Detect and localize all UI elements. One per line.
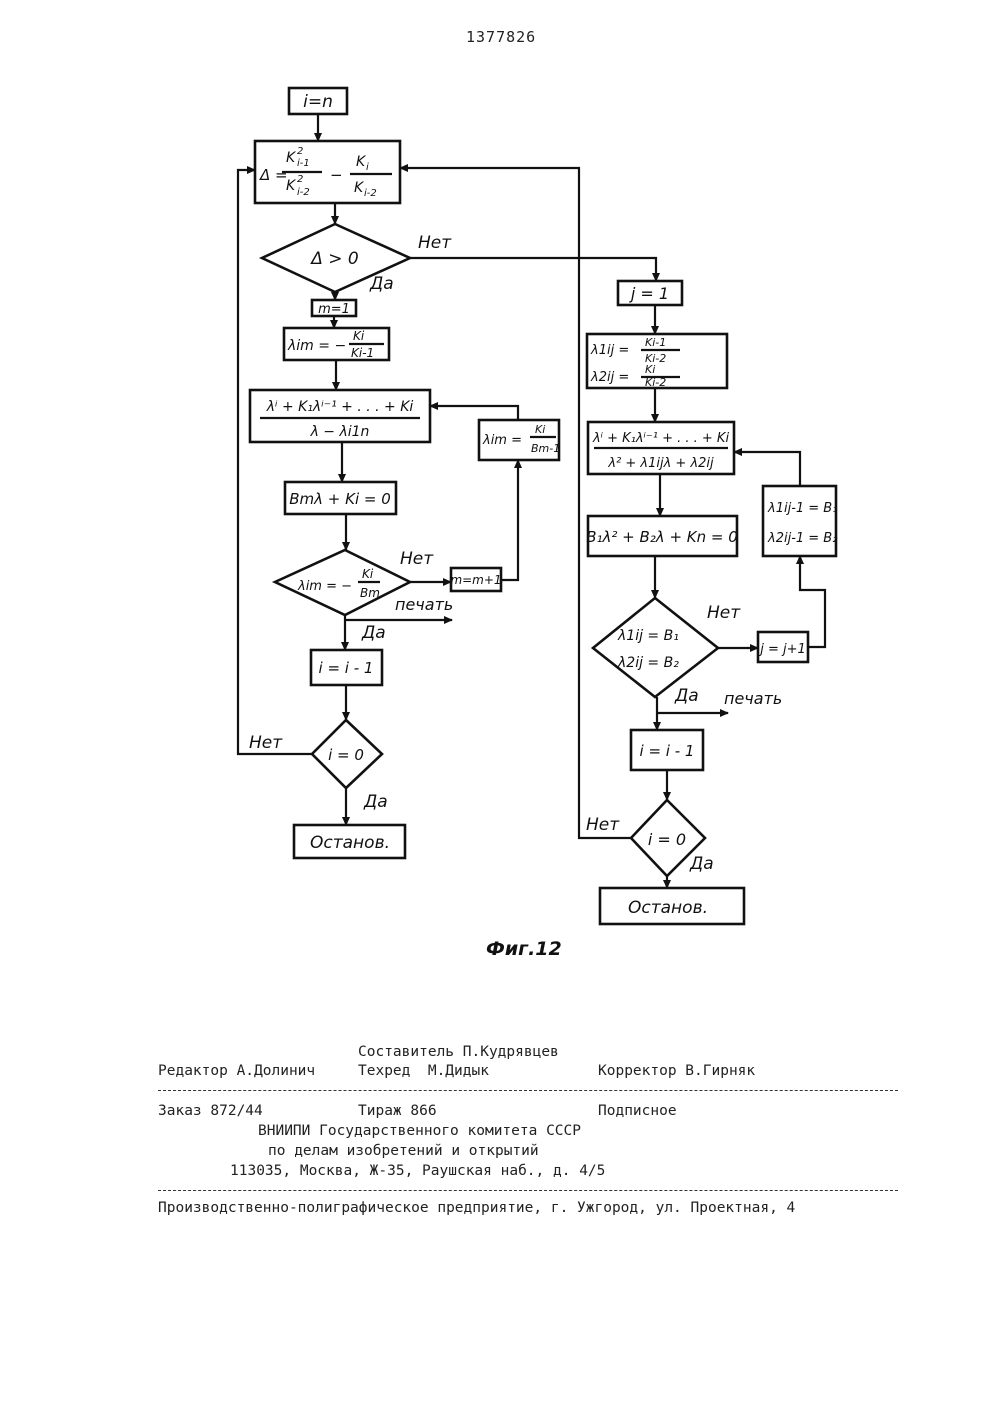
svg-text:i-2: i-2 xyxy=(364,188,377,199)
i-decrement-label: i = i - 1 xyxy=(319,659,374,677)
decision-lambda-left: λim = − xyxy=(297,579,352,594)
no-label-pair: Нет xyxy=(707,603,741,623)
imprint-techred: Техред М.Дидык xyxy=(358,1063,489,1079)
yes-label-i-zero-right: Да xyxy=(689,854,714,874)
lambda-update-den: Bm-1 xyxy=(531,442,560,455)
no-label-lambda: Нет xyxy=(400,549,434,569)
division-numerator-right: λⁱ + K₁λⁱ⁻¹ + . . . + Ki xyxy=(592,431,730,446)
lambda-init-num: Ki xyxy=(353,329,365,343)
init-label: i=n xyxy=(303,92,333,112)
svg-text:i-2: i-2 xyxy=(297,187,310,198)
yes-label-lambda: Да xyxy=(361,623,386,643)
lambda2-init-num: Ki xyxy=(645,363,655,376)
svg-text:2: 2 xyxy=(297,174,303,185)
decision-lambda-den: Bm xyxy=(360,586,380,600)
yes-label-delta: Да xyxy=(369,274,394,294)
imprint-org-line1: ВНИИПИ Государственного комитета СССР xyxy=(258,1123,581,1139)
lambda2-init-left: λ2ij = xyxy=(590,370,629,385)
imprint-org-line2: по делам изобретений и открытий xyxy=(268,1143,539,1159)
print-label-right: печать xyxy=(724,689,782,708)
decision-pair-line2: λ2ij = B₂ xyxy=(617,655,679,671)
svg-text:i: i xyxy=(366,162,369,173)
imprint-circulation: Тираж 866 xyxy=(358,1103,437,1119)
division-denominator-right: λ² + λ1ijλ + λ2ij xyxy=(607,456,714,471)
imprint-editor: Редактор А.Долинич xyxy=(158,1063,315,1079)
lambda-init-left: λim = − xyxy=(287,338,346,354)
j-init-label: j = 1 xyxy=(629,284,669,303)
decision-lambda-pair-match xyxy=(593,598,718,697)
print-label-left: печать xyxy=(395,595,453,614)
imprint-compiler: Составитель П.Кудрявцев xyxy=(358,1044,559,1060)
delta-prefix: Δ = xyxy=(259,166,288,184)
j-increment-label: j = j+1 xyxy=(758,642,806,657)
decision-pair-line1: λ1ij = B₁ xyxy=(617,628,679,644)
delta-minus: − xyxy=(330,166,343,184)
decision-delta-label: Δ > 0 xyxy=(309,249,359,269)
imprint-subscription: Подписное xyxy=(598,1103,677,1119)
yes-label-i-zero: Да xyxy=(363,792,388,812)
yes-label-pair: Да xyxy=(674,686,699,706)
imprint-printer: Производственно-полиграфическое предприя… xyxy=(158,1200,795,1216)
imprint-corrector: Корректор В.Гирняк xyxy=(598,1063,755,1079)
no-label-i-zero-right: Нет xyxy=(586,815,620,835)
stop-label-left: Останов. xyxy=(310,833,390,853)
lambda1-init-num: Ki-1 xyxy=(645,336,666,349)
decision-i-zero-label-right: i = 0 xyxy=(648,830,686,849)
no-label-delta: Нет xyxy=(418,233,452,253)
linear-equation-label: Bmλ + Ki = 0 xyxy=(289,490,391,508)
lambda2-init-den: Ki-2 xyxy=(645,376,666,389)
divider-bottom xyxy=(158,1190,898,1191)
lambda-update-num: Ki xyxy=(535,423,545,436)
imprint-address: 113035, Москва, Ж-35, Раушская наб., д. … xyxy=(230,1163,605,1179)
imprint-order: Заказ 872/44 xyxy=(158,1103,263,1119)
m-increment-label: m=m+1 xyxy=(450,573,501,587)
i-decrement-label-right: i = i - 1 xyxy=(640,742,695,760)
division-denominator: λ − λi1n xyxy=(310,424,370,440)
lambda1-update-label: λ1ij-1 = B₁ xyxy=(767,501,837,516)
divider-top xyxy=(158,1090,898,1091)
lambda-update-left: λim = xyxy=(482,433,522,448)
m-init-label: m=1 xyxy=(318,302,350,317)
svg-text:i-1: i-1 xyxy=(297,158,310,169)
division-numerator: λⁱ + K₁λⁱ⁻¹ + . . . + Ki xyxy=(266,399,414,415)
lambda2-update-label: λ2ij-1 = B₂ xyxy=(767,531,837,546)
lambda-init-den: Ki-1 xyxy=(351,346,374,360)
lambda1-init-left: λ1ij = xyxy=(590,343,629,358)
decision-i-zero-label: i = 0 xyxy=(328,746,364,764)
figure-caption: Фиг.12 xyxy=(486,938,562,960)
no-label-i-zero: Нет xyxy=(249,733,283,753)
decision-lambda-num: Ki xyxy=(362,567,374,581)
quadratic-equation-label: B₁λ² + B₂λ + Kn = 0 xyxy=(586,528,738,546)
svg-text:2: 2 xyxy=(297,146,303,157)
stop-label-right: Останов. xyxy=(628,898,708,918)
